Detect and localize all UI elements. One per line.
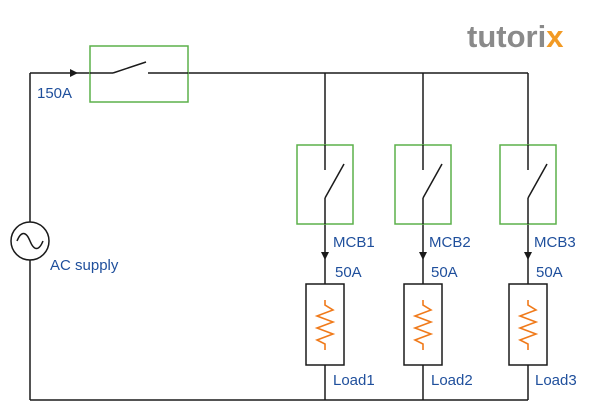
- branch2-arrow-icon: [419, 252, 427, 260]
- ac-source: [10, 221, 50, 261]
- mcb1-breaker: [296, 144, 354, 225]
- tutorix-logo: tutorix: [467, 19, 564, 54]
- branch3-arrow-icon: [524, 252, 532, 260]
- main-switch-box: [89, 45, 189, 103]
- logo-text-main: tutori: [467, 19, 546, 54]
- mcb2-breaker: [394, 144, 452, 225]
- load3-box: [508, 283, 548, 366]
- load3-resistor: [508, 283, 548, 366]
- logo-text-accent: x: [546, 19, 564, 54]
- mcb3-blade: [527, 163, 548, 199]
- load1-label: Load1: [333, 372, 375, 389]
- load2-label: Load2: [431, 372, 473, 389]
- load1-box: [305, 283, 345, 366]
- ac-supply-label: AC supply: [50, 257, 119, 274]
- mcb2-blade: [422, 163, 443, 199]
- load2-resistor-zigzag-icon: [412, 300, 434, 350]
- rating2-label: 50A: [431, 264, 458, 281]
- mcb1-label: MCB1: [333, 234, 375, 251]
- mcb3-breaker: [499, 144, 557, 225]
- mcb3-label: MCB3: [534, 234, 576, 251]
- ac-sine-icon: [16, 232, 44, 250]
- load3-label: Load3: [535, 372, 577, 389]
- rating3-label: 50A: [536, 264, 563, 281]
- load1-resistor: [305, 283, 345, 366]
- main-rating-label: 150A: [37, 85, 72, 102]
- current-arrow-icon: [70, 69, 78, 77]
- mcb1-blade: [324, 163, 345, 199]
- main-switch: [89, 45, 189, 103]
- rating1-label: 50A: [335, 264, 362, 281]
- load2-resistor: [403, 283, 443, 366]
- load2-box: [403, 283, 443, 366]
- branch1-arrow-icon: [321, 252, 329, 260]
- load3-resistor-zigzag-icon: [517, 300, 539, 350]
- mcb2-label: MCB2: [429, 234, 471, 251]
- svg-text:tutorix: tutorix: [467, 19, 564, 54]
- main-switch-blade: [112, 61, 147, 74]
- load1-resistor-zigzag-icon: [314, 300, 336, 350]
